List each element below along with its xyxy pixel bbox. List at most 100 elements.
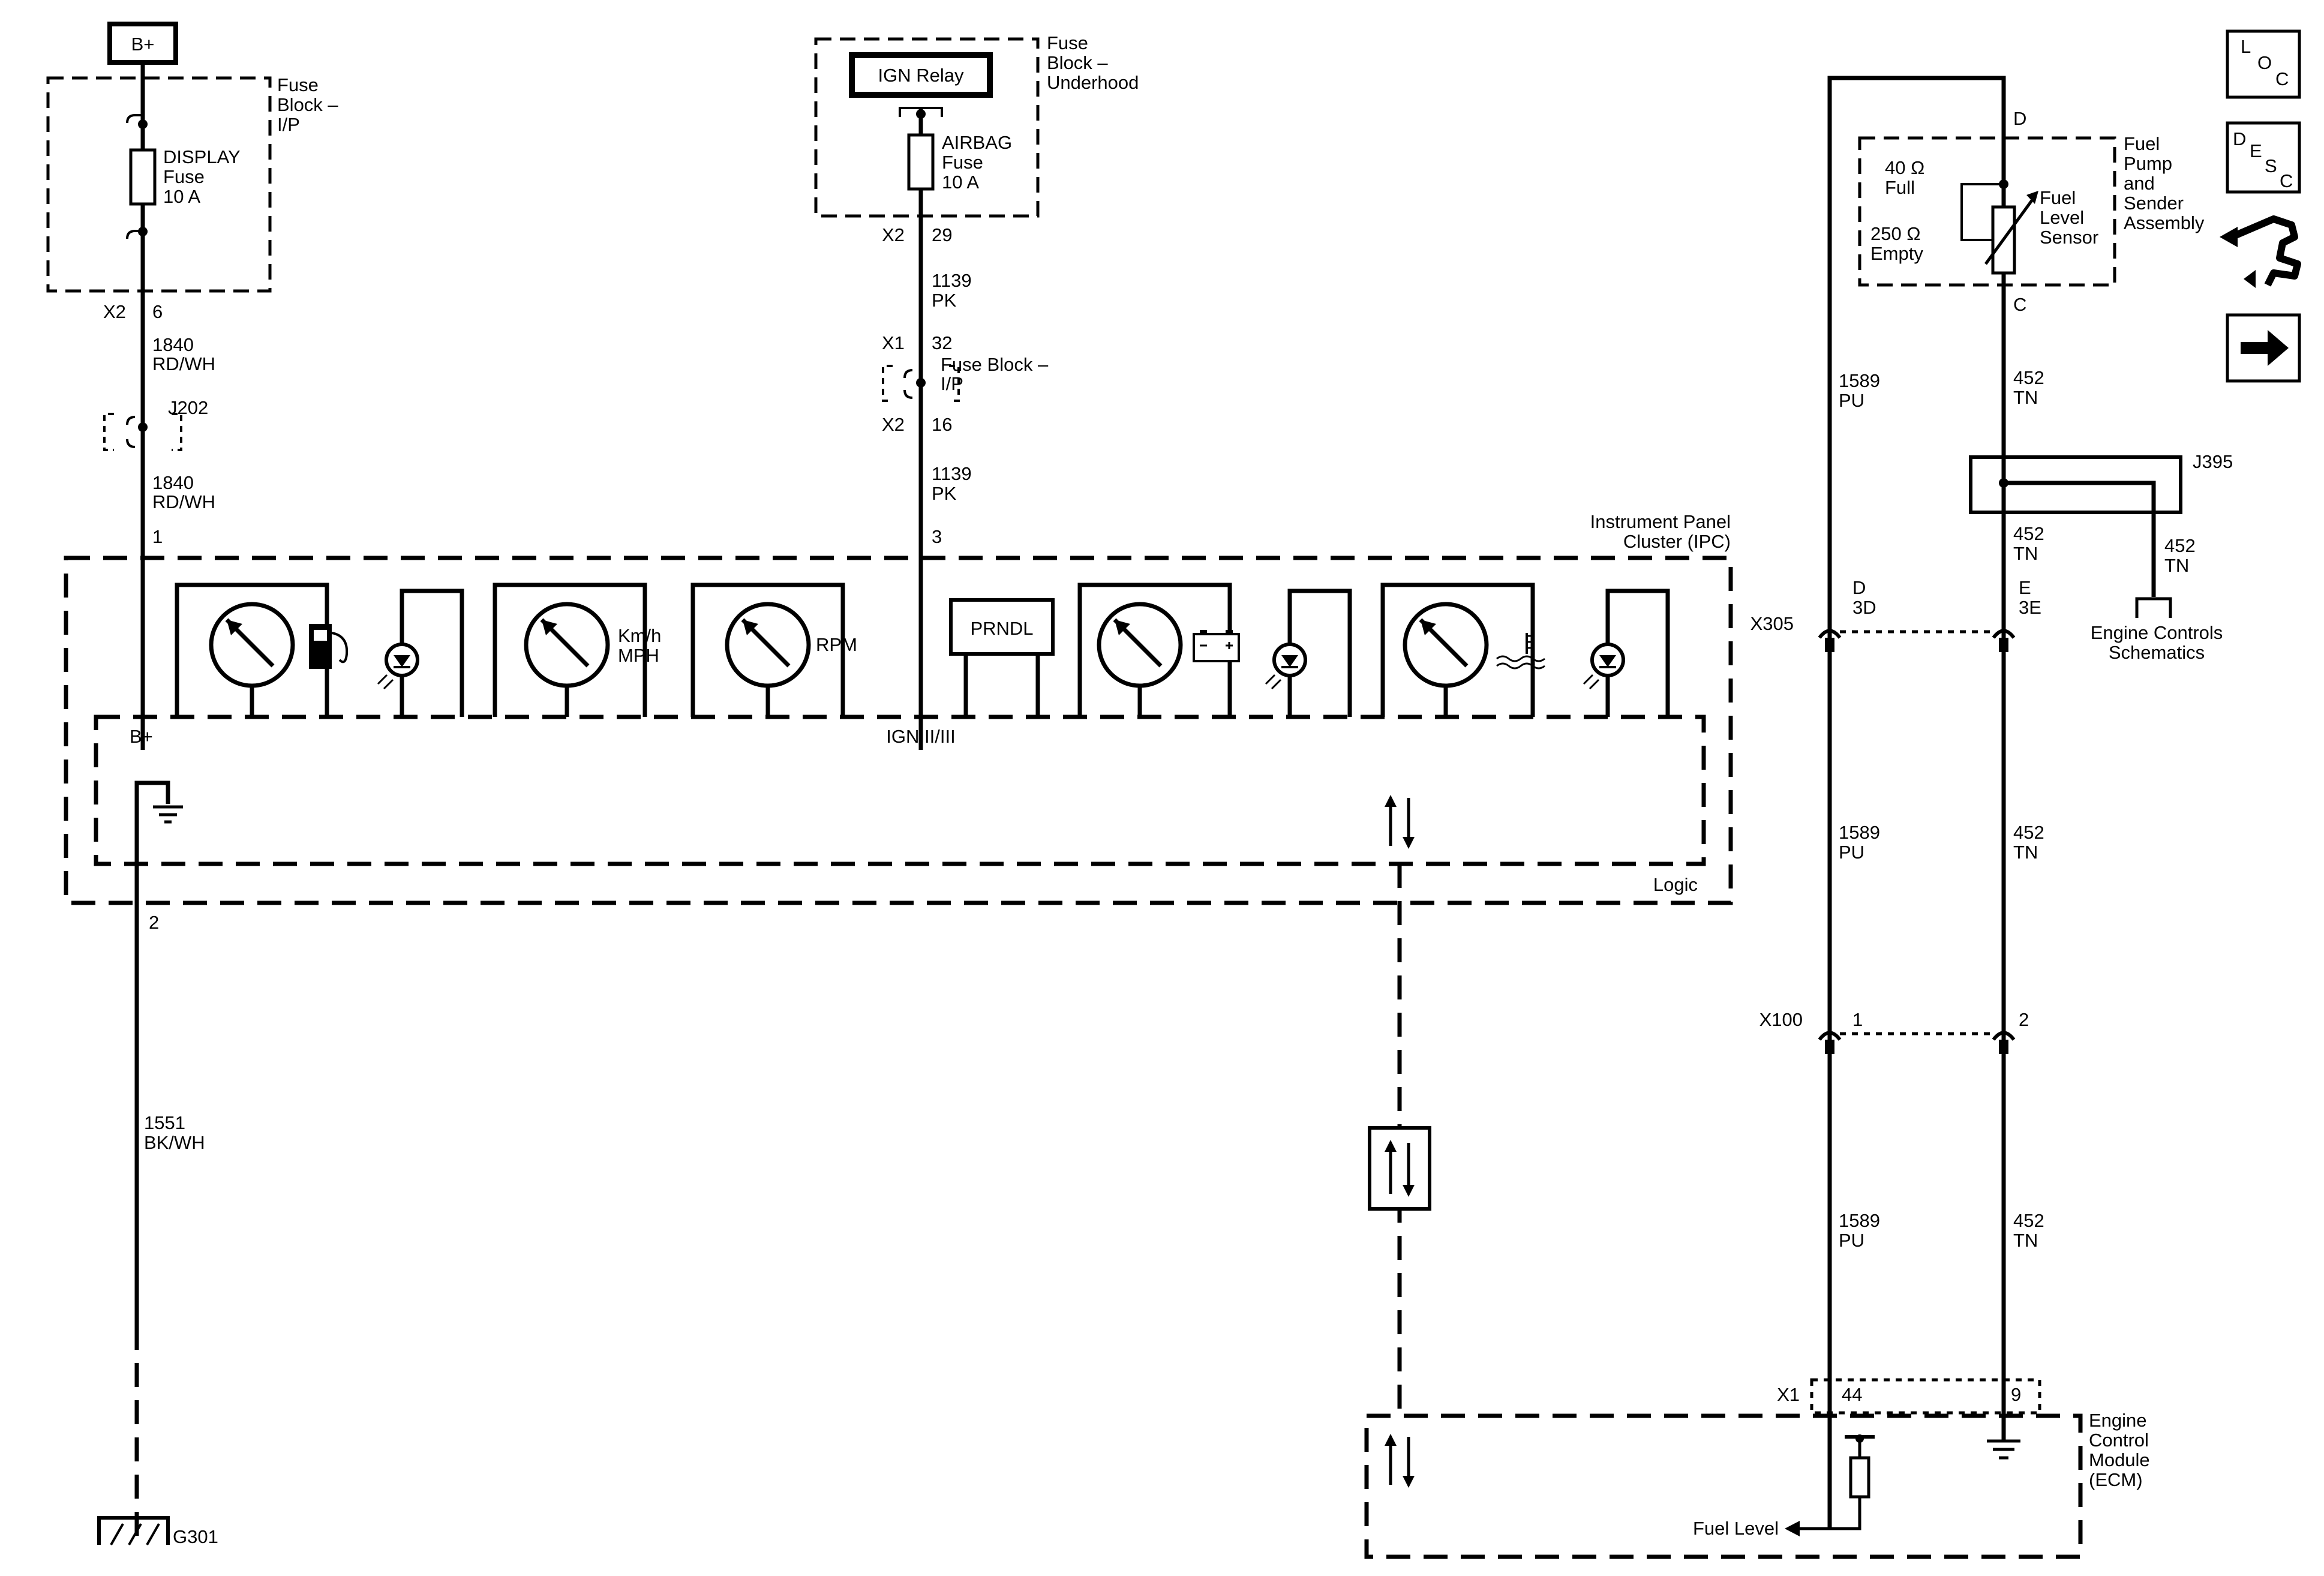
svg-text:Fuse: Fuse xyxy=(942,152,983,173)
wire-452-label-a: 452 TN xyxy=(2013,367,2044,408)
wire-1589-label-a: 1589 PU xyxy=(1839,370,1880,411)
next-page-arrow-icon[interactable] xyxy=(2226,313,2301,383)
pin-c-label: C xyxy=(2013,294,2026,315)
conn-x100-label: X100 xyxy=(1759,1009,1803,1030)
ground-g301-icon xyxy=(97,1516,170,1545)
svg-text:TN: TN xyxy=(2164,555,2189,576)
battery-icon xyxy=(1193,630,1240,662)
svg-text:RD/WH: RD/WH xyxy=(152,353,215,374)
x100-pin-1: 1 xyxy=(1852,1009,1863,1030)
ecm-pullup-resistor xyxy=(1785,1416,1875,1536)
fuse-block-ip-left-label: Fuse Block – I/P xyxy=(277,74,338,135)
svg-text:Full: Full xyxy=(1885,177,1915,198)
ipc-logic-label: Logic xyxy=(1653,874,1698,895)
ign-relay: IGN Relay xyxy=(849,52,993,98)
svg-text:1589: 1589 xyxy=(1839,822,1880,843)
coolant-temp-icon xyxy=(1496,633,1545,670)
engine-controls-link-icon xyxy=(2135,597,2172,618)
svg-text:Empty: Empty xyxy=(1870,243,1923,264)
pin-16: 16 xyxy=(932,414,952,435)
ipc-pin-2: 2 xyxy=(149,912,159,933)
svg-text:1589: 1589 xyxy=(1839,370,1880,391)
fuse-socket-bottom xyxy=(126,230,143,239)
wire-452-label-d: 452 TN xyxy=(2013,1210,2044,1251)
svg-text:Level: Level xyxy=(2040,207,2084,228)
ground-g301-label: G301 xyxy=(173,1526,218,1547)
airbag-fuse-icon xyxy=(907,133,935,191)
connector-x100 xyxy=(1818,1031,2016,1054)
svg-text:TN: TN xyxy=(2013,842,2038,863)
fuel-sender-assembly-frame xyxy=(1858,136,2116,287)
svg-text:40 Ω: 40 Ω xyxy=(1885,157,1924,178)
svg-text:250 Ω: 250 Ω xyxy=(1870,223,1921,244)
splice-j395 xyxy=(1969,455,2182,597)
wire-1840-label-b: 1840 RD/WH xyxy=(152,472,215,512)
svg-text:TN: TN xyxy=(2013,1230,2038,1251)
svg-text:D: D xyxy=(2233,128,2246,149)
pin-3: 3 xyxy=(932,526,942,547)
wire-1139-label-b: 1139 PK xyxy=(932,463,972,504)
svg-text:452: 452 xyxy=(2164,535,2196,556)
svg-text:Sender: Sender xyxy=(2124,193,2184,214)
x305-pin-right: E 3E xyxy=(2019,577,2041,618)
engine-controls-schematics-link[interactable]: Engine Controls Schematics xyxy=(2091,622,2223,663)
svg-text:452: 452 xyxy=(2013,822,2044,843)
ipc-logic-frame xyxy=(94,715,1706,866)
svg-text:DISPLAY: DISPLAY xyxy=(163,146,241,167)
svg-text:Fuse Block –: Fuse Block – xyxy=(941,354,1049,375)
ipc-title: Instrument Panel Cluster (IPC) xyxy=(1590,511,1731,552)
splice-j202-icon xyxy=(103,413,182,451)
loc-button[interactable]: L O C xyxy=(2226,29,2301,99)
svg-text:Instrument Panel: Instrument Panel xyxy=(1590,511,1731,532)
desc-button[interactable]: D E S C xyxy=(2226,121,2301,194)
svg-text:Block –: Block – xyxy=(1047,52,1108,73)
svg-text:1840: 1840 xyxy=(152,334,194,355)
ecm-connector-x1-frame xyxy=(1810,1378,2041,1415)
empty-resistance-label: 250 Ω Empty xyxy=(1870,223,1923,264)
connector-diag-icon[interactable] xyxy=(2220,215,2301,288)
svg-text:Fuel: Fuel xyxy=(2124,133,2160,154)
svg-text:1139: 1139 xyxy=(932,463,972,484)
svg-text:D: D xyxy=(1852,577,1866,598)
svg-text:1840: 1840 xyxy=(152,472,194,493)
svg-text:Sensor: Sensor xyxy=(2040,227,2098,248)
splice-j395-label: J395 xyxy=(2193,451,2233,472)
serial-data-block xyxy=(1368,1126,1431,1211)
speed-unit-label: Km/h MPH xyxy=(618,625,661,666)
svg-text:1589: 1589 xyxy=(1839,1210,1880,1231)
x305-pin-left: D 3D xyxy=(1852,577,1876,618)
svg-text:Assembly: Assembly xyxy=(2124,212,2205,233)
svg-text:Engine Controls: Engine Controls xyxy=(2091,622,2223,643)
splice-j202-label: J202 xyxy=(168,397,208,418)
svg-text:Fuel: Fuel xyxy=(2040,187,2076,208)
wire-452-branch-label: 452 TN xyxy=(2164,535,2196,576)
wire-1840-label-a: 1840 RD/WH xyxy=(152,334,215,374)
svg-text:(ECM): (ECM) xyxy=(2089,1469,2143,1490)
conn-x1-center: X1 xyxy=(882,332,905,353)
svg-text:and: and xyxy=(2124,173,2155,194)
fuse-block-ip-center-icon xyxy=(882,365,960,402)
fuel-level-input-label: Fuel Level xyxy=(1693,1518,1779,1539)
ecm-ground-icon xyxy=(1987,1416,2020,1460)
svg-text:10 A: 10 A xyxy=(163,186,200,207)
pin-32: 32 xyxy=(932,332,952,353)
wire-sender-loop xyxy=(1827,76,2006,1416)
svg-text:E: E xyxy=(2250,140,2262,161)
ipc-b-plus-label: B+ xyxy=(130,726,153,747)
indicator-lamp-2 xyxy=(1265,589,1352,717)
ecm-pin-44: 44 xyxy=(1842,1384,1862,1405)
indicator-lamp-3 xyxy=(1583,589,1670,717)
wire-1139-label-a: 1139 PK xyxy=(932,270,972,311)
ipc-frame xyxy=(64,556,1733,905)
conn-x2-left: X2 xyxy=(103,301,126,322)
svg-text:Fuse: Fuse xyxy=(1047,32,1088,53)
tachometer-gauge xyxy=(690,583,845,717)
svg-text:PU: PU xyxy=(1839,1230,1864,1251)
svg-text:AIRBAG: AIRBAG xyxy=(942,132,1012,153)
svg-text:IGN Relay: IGN Relay xyxy=(878,65,964,86)
speedometer-gauge xyxy=(493,583,647,717)
fuel-sender-assembly-label: Fuel Pump and Sender Assembly xyxy=(2124,133,2205,233)
svg-text:1551: 1551 xyxy=(144,1112,185,1133)
svg-text:PU: PU xyxy=(1839,842,1864,863)
b-plus-label: B+ xyxy=(131,34,155,55)
